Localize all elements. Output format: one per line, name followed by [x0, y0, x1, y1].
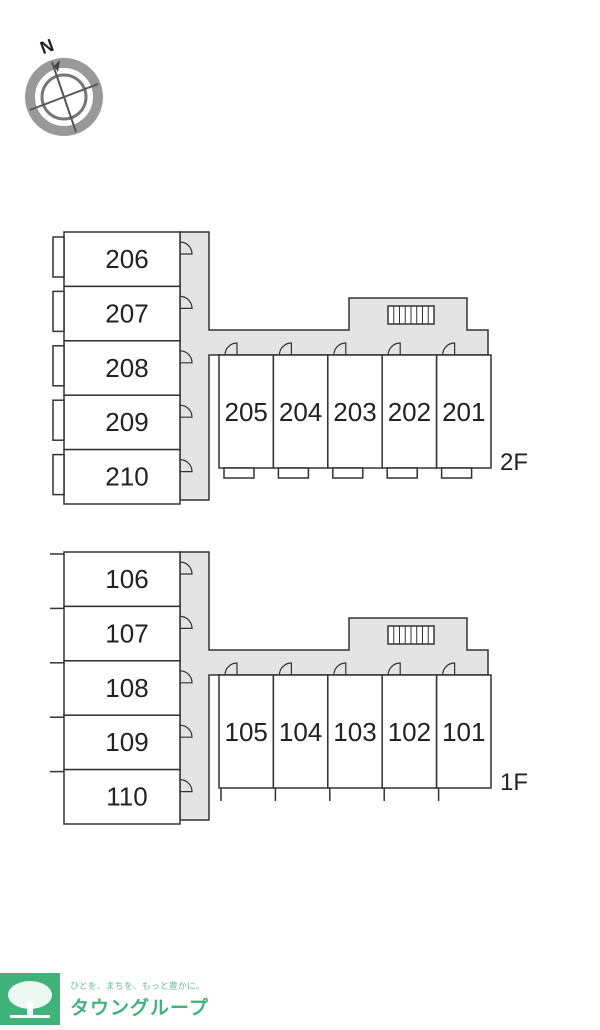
- corridor: [179, 551, 489, 821]
- room-201: 201: [435, 342, 492, 479]
- balcony: [386, 467, 418, 479]
- room-101: 101: [435, 662, 492, 801]
- door-icon: [442, 342, 456, 356]
- room-number: 109: [105, 727, 148, 757]
- room-210: 210: [52, 448, 193, 505]
- door-icon: [278, 342, 292, 356]
- door-icon: [179, 724, 193, 738]
- room-109: 109: [50, 714, 193, 771]
- floor-2f: 206 207 208 209 210 205 204 203 202 201 2F: [52, 231, 528, 505]
- door-icon: [387, 342, 401, 356]
- room-203: 203: [327, 342, 383, 479]
- balcony: [332, 467, 364, 479]
- room-number: 108: [105, 673, 148, 703]
- room-208: 208: [52, 340, 193, 396]
- room-number: 208: [105, 353, 148, 383]
- logo-tree-icon: [0, 973, 60, 1025]
- room-105: 105: [218, 662, 275, 801]
- floor-label: 1F: [500, 769, 528, 796]
- door-icon: [333, 342, 347, 356]
- stairs: [387, 625, 435, 645]
- balcony: [52, 236, 65, 278]
- balcony: [440, 467, 473, 479]
- door-icon: [224, 342, 238, 356]
- door-icon: [442, 662, 456, 676]
- room-107: 107: [50, 605, 193, 662]
- balcony: [52, 453, 65, 496]
- room-number: 206: [105, 244, 148, 274]
- room-103: 103: [327, 662, 383, 801]
- logo-tagline: ひとを、まちを、もっと豊かに。: [70, 982, 205, 992]
- room-number: 207: [105, 298, 148, 328]
- door-icon: [278, 662, 292, 676]
- room-number: 203: [333, 397, 376, 427]
- room-110: 110: [50, 768, 193, 825]
- compass-icon: N: [25, 35, 103, 136]
- room-102: 102: [381, 662, 438, 801]
- balcony: [223, 467, 255, 479]
- door-icon: [179, 295, 193, 309]
- logo-name: タウングループ: [70, 997, 209, 1019]
- compass-north-label: N: [37, 35, 56, 58]
- corridor: [179, 231, 489, 501]
- room-204: 204: [272, 342, 329, 479]
- door-icon: [179, 350, 193, 364]
- room-106: 106: [50, 551, 193, 608]
- room-number: 102: [388, 717, 431, 747]
- room-205: 205: [218, 342, 275, 479]
- room-number: 202: [388, 397, 431, 427]
- room-number: 209: [105, 407, 148, 437]
- room-number: 104: [279, 717, 322, 747]
- room-108: 108: [50, 660, 193, 716]
- door-icon: [224, 662, 238, 676]
- door-icon: [179, 561, 193, 575]
- room-number: 110: [106, 782, 147, 812]
- room-209: 209: [52, 394, 193, 451]
- balcony: [52, 345, 65, 387]
- balcony: [52, 290, 65, 333]
- door-icon: [179, 241, 193, 255]
- room-number: 101: [442, 717, 485, 747]
- door-icon: [179, 779, 193, 793]
- room-number: 205: [225, 397, 268, 427]
- door-icon: [333, 662, 347, 676]
- door-icon: [179, 670, 193, 684]
- room-number: 103: [333, 717, 376, 747]
- room-202: 202: [381, 342, 438, 479]
- room-number: 107: [105, 618, 148, 648]
- room-207: 207: [52, 285, 193, 342]
- balcony: [52, 399, 65, 441]
- door-icon: [179, 615, 193, 629]
- room-number: 210: [105, 462, 148, 492]
- door-icon: [387, 662, 401, 676]
- room-number: 201: [442, 397, 485, 427]
- room-number: 105: [225, 717, 268, 747]
- balcony: [277, 467, 310, 479]
- door-icon: [179, 404, 193, 418]
- room-104: 104: [272, 662, 329, 801]
- floor-label: 2F: [500, 449, 528, 476]
- floor-1f: 106 107 108 109 110 105 104 103 102 101 1F: [50, 551, 528, 825]
- room-206: 206: [52, 231, 193, 288]
- room-number: 106: [105, 564, 148, 594]
- door-icon: [179, 459, 193, 473]
- room-number: 204: [279, 397, 322, 427]
- stairs: [387, 305, 435, 325]
